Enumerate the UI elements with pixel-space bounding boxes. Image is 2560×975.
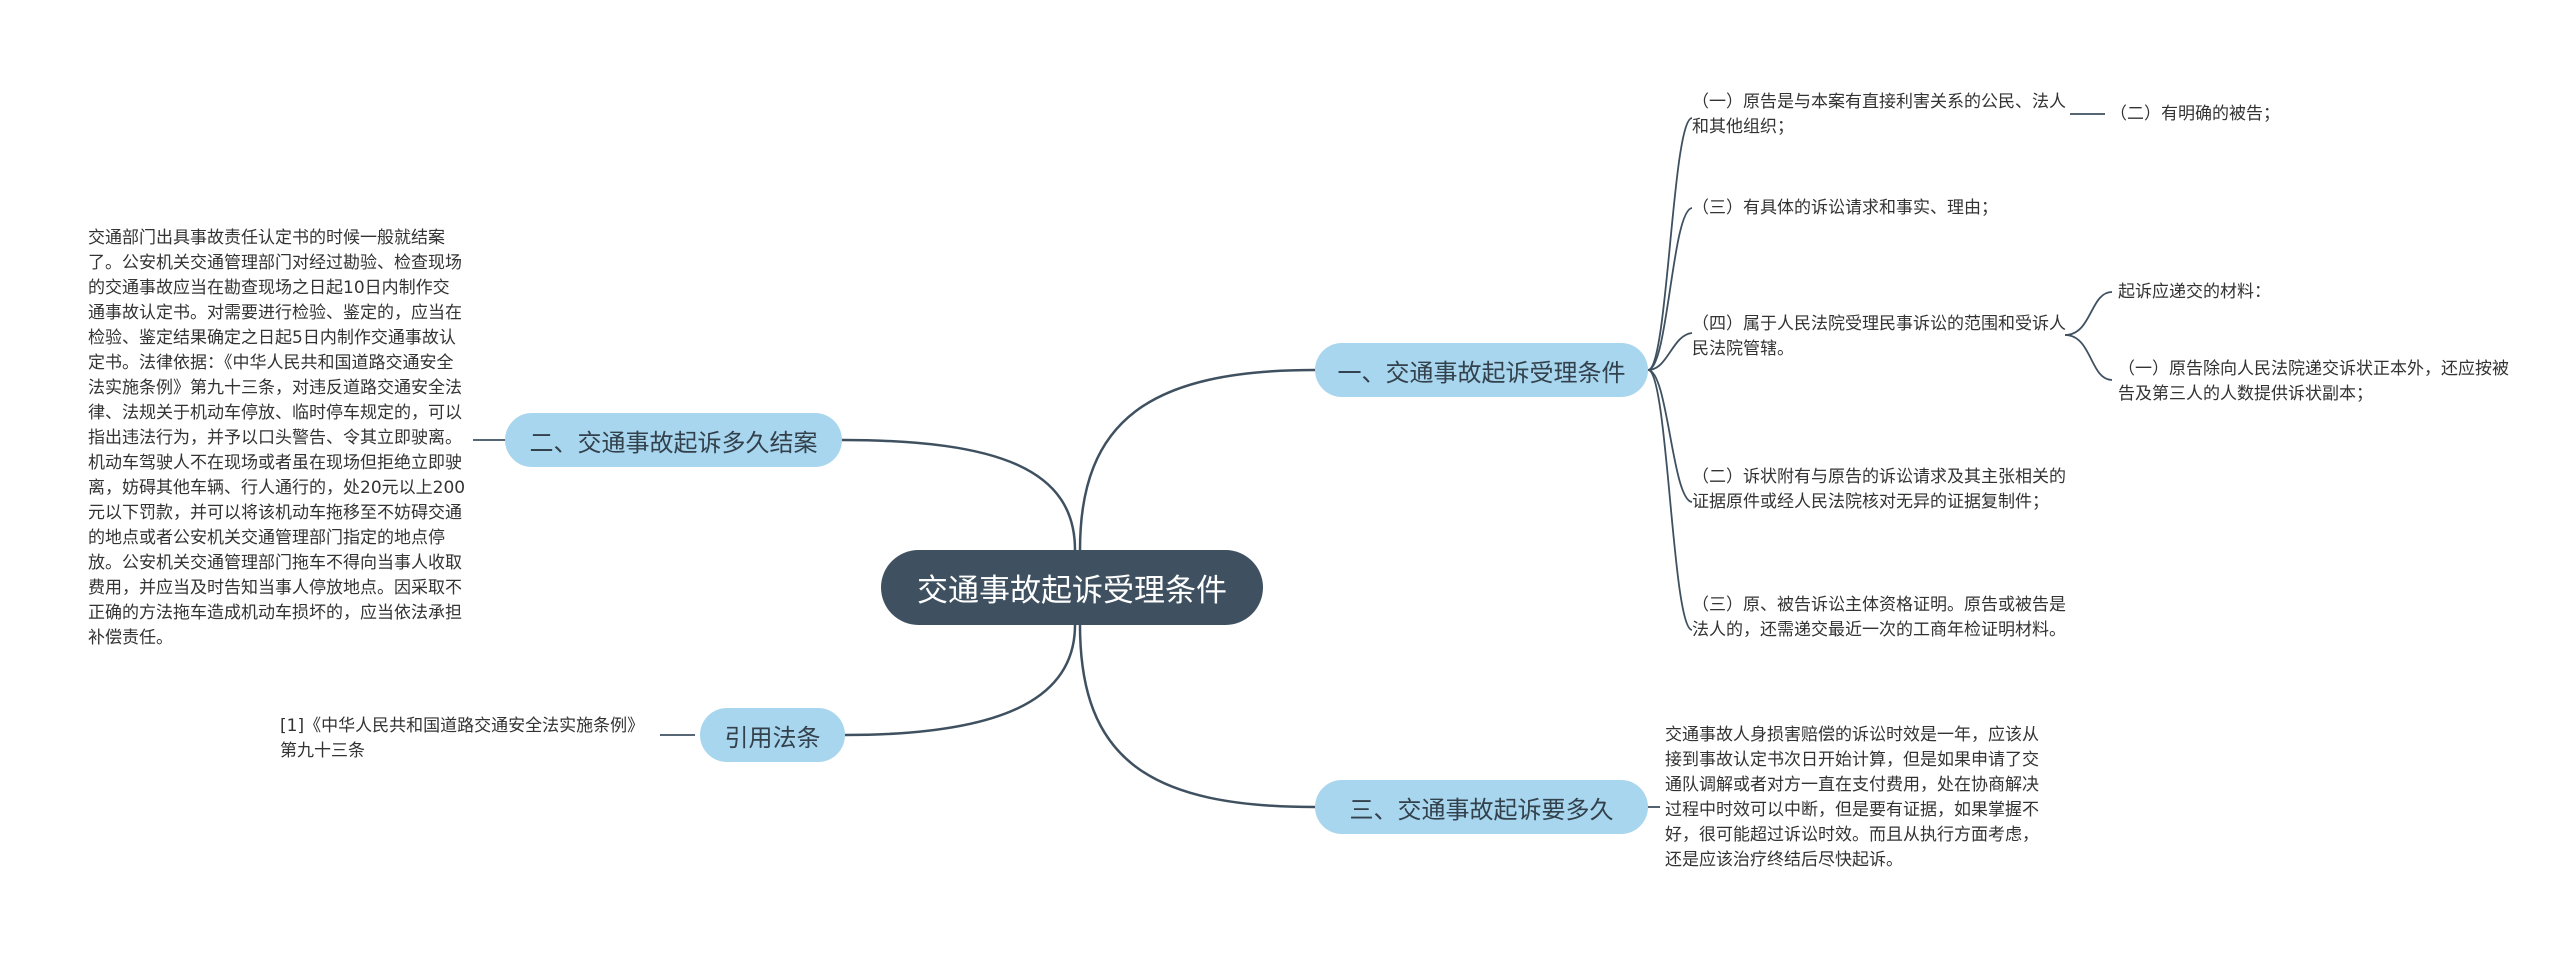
link-b1-item4-item5	[2064, 334, 2113, 381]
link-b1-item7	[1647, 369, 1693, 503]
b1-item-defendant[interactable]: （二）有明确的被告；	[2110, 104, 2280, 124]
b3-text[interactable]: 交通事故人身损害赔偿的诉讼时效是一年，应该从接到事故认定书次日开始计算，但是如果…	[1665, 725, 2039, 870]
link-b1-item1	[1647, 117, 1693, 371]
link-root-b4	[844, 624, 1077, 737]
b1-item-complaint-copies[interactable]: （一）原告除向人民法院递交诉状正本外，还应按被告及第三人的人数提供诉状副本；	[2118, 359, 2509, 404]
b1-item-claims[interactable]: （三）有具体的诉讼请求和事实、理由；	[1692, 198, 1998, 218]
b2-text[interactable]: 交通部门出具事故责任认定书的时候一般就结案了。公安机关交通管理部门对经过勘验、检…	[88, 228, 466, 648]
b1-item-evidence[interactable]: （二）诉状附有与原告的诉讼请求及其主张相关的证据原件或经人民法院核对无异的证据复…	[1692, 467, 2066, 512]
branch-acceptance-conditions[interactable]: 一、交通事故起诉受理条件	[1315, 343, 1648, 397]
link-b1-item3	[1647, 207, 1693, 371]
b1-item-jurisdiction[interactable]: （四）属于人民法院受理民事诉讼的范围和受诉人民法院管辖。	[1692, 314, 2066, 359]
branch-litigation-duration[interactable]: 三、交通事故起诉要多久	[1315, 780, 1648, 834]
b1-item-materials[interactable]: 起诉应递交的材料：	[2118, 282, 2271, 302]
b1-item-plaintiff[interactable]: （一）原告是与本案有直接利害关系的公民、法人和其他组织；	[1692, 92, 2066, 137]
link-root-b3	[1078, 624, 1316, 809]
link-root-b2	[841, 438, 1077, 551]
link-b1-item8	[1647, 369, 1693, 631]
b4-text[interactable]: [1]《中华人民共和国道路交通安全法实施条例》 第九十三条	[280, 716, 645, 761]
b1-item-subject-qualification[interactable]: （三）原、被告诉讼主体资格证明。原告或被告是法人的，还需递交最近一次的工商年检证…	[1692, 595, 2066, 640]
link-b1-item4-mat	[2064, 291, 2113, 336]
link-root-b1	[1078, 368, 1316, 551]
link-b1-item4	[1647, 332, 1693, 371]
branch-case-closing-time[interactable]: 二、交通事故起诉多久结案	[505, 413, 842, 467]
branch-cited-law[interactable]: 引用法条	[700, 708, 845, 762]
root-topic[interactable]: 交通事故起诉受理条件	[881, 550, 1263, 625]
